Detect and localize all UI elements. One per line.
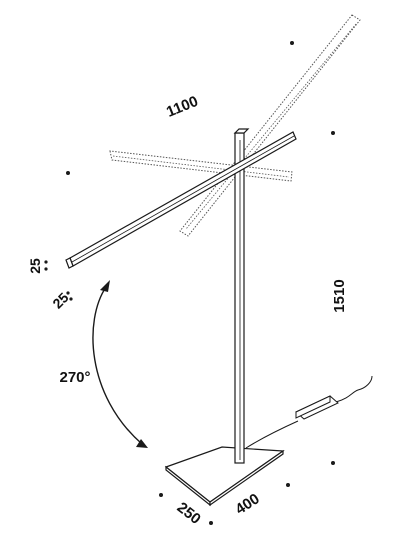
rotation-arrow-top <box>100 280 110 292</box>
arm-length-label: 1100 <box>164 93 201 121</box>
dot <box>331 461 335 465</box>
arm <box>65 131 297 269</box>
dot <box>290 41 294 45</box>
dot <box>286 483 290 487</box>
ghost-arm-steep-center <box>185 23 357 230</box>
dot <box>44 267 48 271</box>
base-plate <box>164 446 285 507</box>
ghost-arm-positions <box>109 14 361 237</box>
pole-top-cap <box>233 128 250 134</box>
ghost-arm-flat-center <box>112 155 290 178</box>
dot <box>209 521 213 525</box>
rotation-arrow-bottom <box>136 439 148 448</box>
arm-inner-line <box>71 135 295 263</box>
reference-dots <box>44 41 335 525</box>
dot <box>331 131 335 135</box>
arm-profile-label-a: 25 <box>27 258 43 274</box>
base-width-label: 400 <box>232 490 262 518</box>
dot <box>159 493 163 497</box>
dot <box>66 171 70 175</box>
height-label: 1510 <box>331 279 348 312</box>
power-cable <box>245 420 299 449</box>
dot <box>66 291 70 295</box>
dot <box>44 260 48 264</box>
driver-box-top <box>295 395 331 419</box>
rotation-indicator <box>92 280 148 448</box>
power-cable-to-plug <box>335 375 373 403</box>
base-depth-label: 250 <box>174 499 204 528</box>
rotation-arc <box>92 286 143 445</box>
base-plate-edge-front <box>209 449 284 507</box>
ghost-arm-steep <box>179 14 361 237</box>
arm-end-cap <box>65 257 74 269</box>
rotation-label: 270° <box>59 369 90 386</box>
pole-body <box>234 132 245 464</box>
ghost-arm-flat <box>109 150 293 182</box>
dot <box>69 297 73 301</box>
power-cable-and-driver <box>245 375 373 449</box>
pole <box>233 128 250 464</box>
